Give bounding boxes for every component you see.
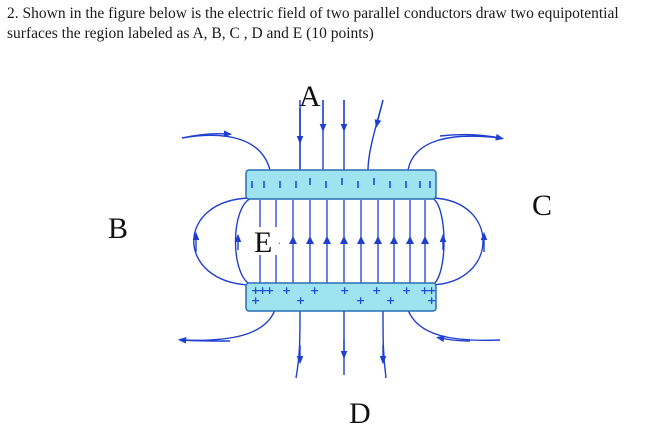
svg-text:+: +	[282, 284, 291, 297]
svg-text:+: +	[420, 284, 429, 297]
field-line-bottom-left-arrow	[177, 336, 231, 344]
svg-text:+: +	[265, 284, 274, 297]
field-line-right-inner	[431, 197, 445, 286]
svg-text:+: +	[427, 294, 436, 307]
label-region-e: E	[254, 226, 272, 259]
svg-text:+: +	[251, 294, 260, 307]
field-line-left-outer	[193, 197, 251, 286]
field-line-bottom-right-arrow	[435, 335, 471, 343]
label-region-c: C	[532, 189, 552, 222]
svg-text:+: +	[310, 284, 319, 297]
label-region-b: B	[108, 212, 128, 245]
svg-text:+: +	[386, 294, 395, 307]
uniform-field-arrowheads	[256, 236, 429, 244]
svg-text:+: +	[427, 284, 436, 297]
svg-text:+: +	[402, 284, 411, 297]
question-line-2: surfaces the region labeled as A, B, C ,…	[7, 25, 374, 42]
label-e-background	[253, 227, 279, 255]
field-line-bottom-left	[179, 309, 276, 342]
top-plate-negative-charges	[251, 178, 431, 188]
bottom-plate	[245, 282, 437, 312]
label-region-d: D	[349, 397, 371, 430]
field-line-top-right-arrow	[439, 133, 505, 141]
question-line-1: 2. Shown in the figure below is the elec…	[7, 5, 619, 22]
field-lines	[177, 99, 505, 379]
field-line-top-right	[407, 135, 501, 171]
bottom-plate-positive-charges: +++ +++ +++ + +++ ++	[251, 284, 436, 307]
question-text: 2. Shown in the figure below is the elec…	[7, 4, 647, 44]
field-line-bottom-1	[295, 309, 301, 379]
svg-text:+: +	[356, 294, 365, 307]
field-line-top-left-arrow	[181, 130, 233, 139]
field-line-bottom-3	[382, 309, 387, 379]
top-plate	[245, 169, 437, 200]
svg-text:+: +	[372, 284, 381, 297]
field-line-top-left	[181, 134, 271, 171]
field-line-right-outer	[431, 197, 484, 286]
svg-text:+: +	[251, 284, 260, 297]
svg-text:+: +	[258, 284, 267, 297]
svg-text:+: +	[296, 294, 305, 307]
svg-text:+: +	[340, 284, 349, 297]
field-line-bottom-right	[407, 309, 501, 342]
field-line-top-4-arrow	[374, 99, 384, 129]
label-region-a: A	[299, 80, 321, 113]
